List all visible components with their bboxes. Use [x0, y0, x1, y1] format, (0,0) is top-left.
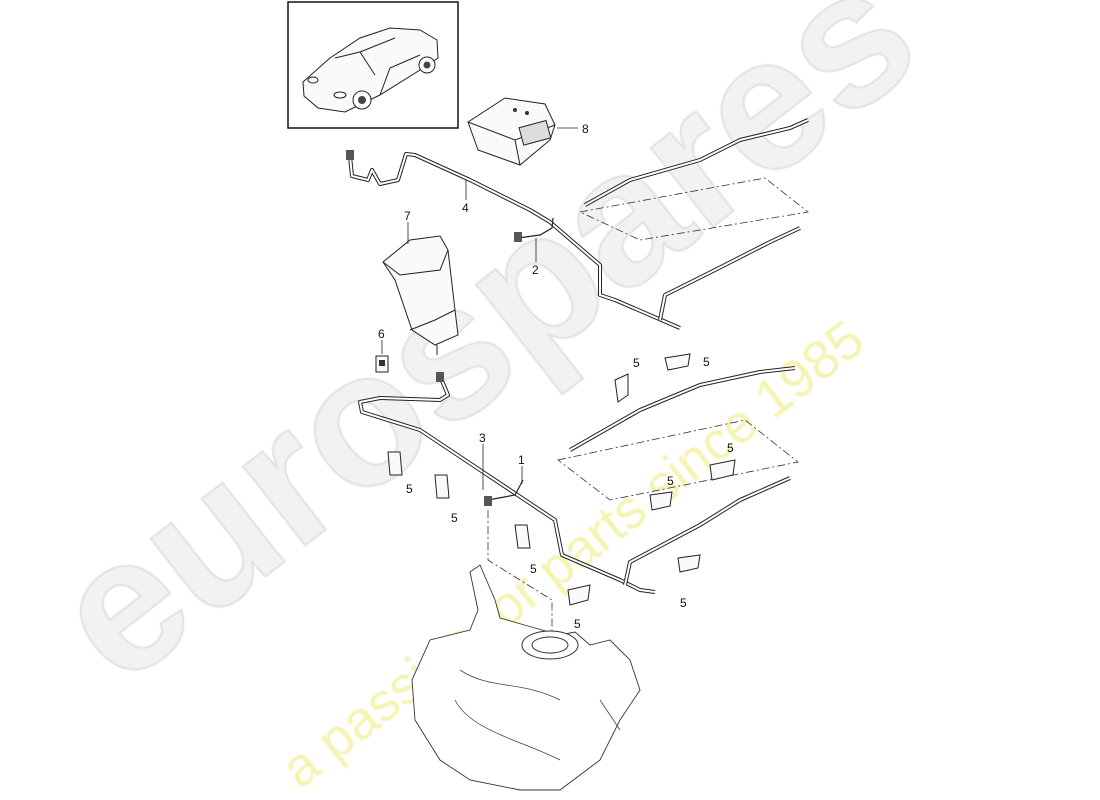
clip[interactable] [514, 524, 531, 549]
callout-4: 4 [462, 201, 469, 215]
clip[interactable] [434, 474, 450, 499]
clip[interactable] [567, 584, 591, 606]
fuel-tank[interactable] [411, 564, 641, 791]
callout-5: 5 [451, 511, 458, 525]
clip[interactable] [649, 491, 673, 511]
callout-5: 5 [530, 562, 537, 576]
part-6-clip[interactable] [375, 355, 389, 373]
callout-5: 5 [633, 356, 640, 370]
clip[interactable] [387, 451, 403, 476]
callout-5: 5 [703, 355, 710, 369]
callout-5: 5 [574, 617, 581, 631]
clip[interactable] [709, 459, 736, 481]
callout-6: 6 [378, 327, 385, 341]
callout-1: 1 [518, 453, 525, 467]
clips-part-5 [387, 353, 736, 606]
callout-5: 5 [406, 482, 413, 496]
part-7-carbon-canister[interactable] [382, 235, 459, 355]
callout-8: 8 [582, 122, 589, 136]
callout-2: 2 [532, 263, 539, 277]
callout-5: 5 [727, 441, 734, 455]
clip[interactable] [677, 554, 701, 573]
clip[interactable] [614, 373, 629, 403]
callout-5: 5 [667, 474, 674, 488]
part-8-control-unit[interactable] [467, 97, 556, 166]
fitting-icon [346, 150, 354, 160]
vehicle-thumbnail[interactable] [287, 1, 459, 129]
callout-5: 5 [680, 596, 687, 610]
callout-labels: 8 4 7 2 6 5 5 3 1 5 5 5 5 5 5 5 [378, 122, 734, 631]
callout-3: 3 [479, 431, 486, 445]
callout-7: 7 [404, 209, 411, 223]
clip[interactable] [664, 353, 691, 371]
